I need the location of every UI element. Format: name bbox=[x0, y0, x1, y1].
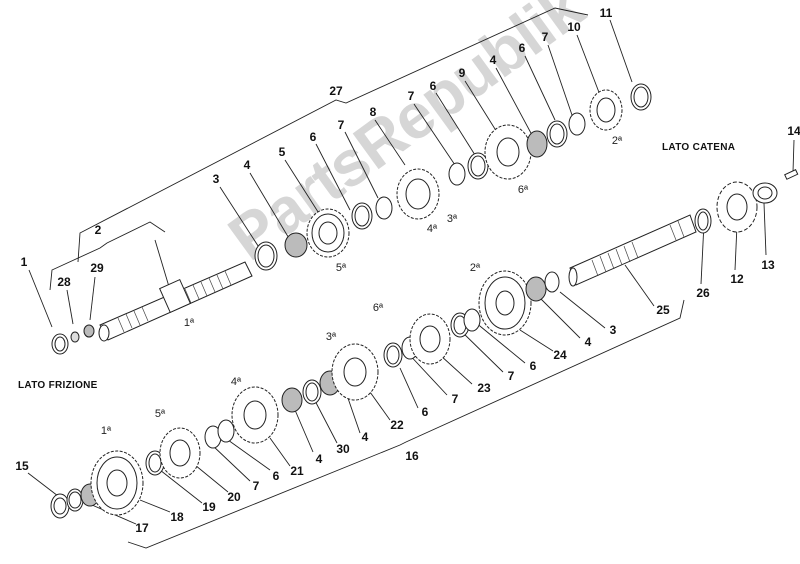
gear-ratio-label: 4ª bbox=[426, 223, 438, 235]
part-callout-7[interactable]: 7 bbox=[507, 369, 515, 383]
bracket-27 bbox=[77, 7, 589, 263]
part-callout-28[interactable]: 28 bbox=[57, 275, 71, 289]
bracket-16 bbox=[127, 299, 685, 549]
primary-shaft bbox=[98, 261, 253, 342]
part-callout-21[interactable]: 21 bbox=[290, 464, 304, 478]
part-callout-7[interactable]: 7 bbox=[541, 30, 549, 44]
part-callout-2[interactable]: 2 bbox=[94, 223, 102, 237]
part-callout-4[interactable]: 4 bbox=[489, 53, 497, 67]
part-callout-1[interactable]: 1 bbox=[20, 255, 28, 269]
part-callout-17[interactable]: 17 bbox=[135, 521, 149, 535]
part-callout-7[interactable]: 7 bbox=[337, 118, 345, 132]
lower-gear-train bbox=[50, 270, 560, 519]
secondary-shaft bbox=[568, 168, 799, 287]
part-callout-5[interactable]: 5 bbox=[278, 145, 286, 159]
bracket-2 bbox=[49, 221, 166, 291]
part-callout-20[interactable]: 20 bbox=[227, 490, 241, 504]
part-callout-13[interactable]: 13 bbox=[761, 258, 775, 272]
part-callout-6[interactable]: 6 bbox=[429, 79, 437, 93]
chain-side-label: LATO CATENA bbox=[662, 142, 736, 153]
part-callout-6[interactable]: 6 bbox=[309, 130, 317, 144]
part-callout-7[interactable]: 7 bbox=[407, 89, 415, 103]
part-callout-29[interactable]: 29 bbox=[90, 261, 104, 275]
clutch-side-label: LATO FRIZIONE bbox=[18, 380, 98, 391]
part-callout-7[interactable]: 7 bbox=[451, 392, 459, 406]
part-callout-3[interactable]: 3 bbox=[212, 172, 220, 186]
gear-ratio-label: 6ª bbox=[372, 302, 384, 314]
part-callout-19[interactable]: 19 bbox=[202, 500, 216, 514]
part-callout-25[interactable]: 25 bbox=[656, 303, 670, 317]
part-callout-6[interactable]: 6 bbox=[272, 469, 280, 483]
part-callout-30[interactable]: 30 bbox=[336, 442, 350, 456]
part-callout-23[interactable]: 23 bbox=[477, 381, 491, 395]
gear-ratio-label: 1ª bbox=[100, 425, 112, 437]
gear-ratio-label: 3ª bbox=[446, 213, 458, 225]
gear-ratio-label: 2ª bbox=[611, 135, 623, 147]
part-callout-4[interactable]: 4 bbox=[361, 430, 369, 444]
gear-ratio-label: 2ª bbox=[469, 262, 481, 274]
part-callout-9[interactable]: 9 bbox=[458, 66, 466, 80]
part-callout-15[interactable]: 15 bbox=[15, 459, 29, 473]
gear-ratio-label: 6ª bbox=[517, 184, 529, 196]
part-callout-26[interactable]: 26 bbox=[696, 286, 710, 300]
part-callout-6[interactable]: 6 bbox=[529, 359, 537, 373]
part-callout-4[interactable]: 4 bbox=[315, 452, 323, 466]
part-callout-16[interactable]: 16 bbox=[405, 449, 419, 463]
part-callout-7[interactable]: 7 bbox=[252, 479, 260, 493]
part-callout-10[interactable]: 10 bbox=[567, 20, 581, 34]
part-callout-24[interactable]: 24 bbox=[553, 348, 567, 362]
gear-ratio-label: 1ª bbox=[183, 317, 195, 329]
upper-gear-train bbox=[254, 83, 652, 271]
part-callout-22[interactable]: 22 bbox=[390, 418, 404, 432]
part-callout-3[interactable]: 3 bbox=[609, 323, 617, 337]
part-callout-18[interactable]: 18 bbox=[170, 510, 184, 524]
gear-ratio-label: 5ª bbox=[335, 262, 347, 274]
part-callout-12[interactable]: 12 bbox=[730, 272, 744, 286]
part-callout-27[interactable]: 27 bbox=[329, 84, 343, 98]
part-callout-4[interactable]: 4 bbox=[243, 158, 251, 172]
gear-ratio-label: 5ª bbox=[154, 408, 166, 420]
part-callout-11[interactable]: 11 bbox=[599, 6, 613, 20]
gear-ratio-label: 3ª bbox=[325, 331, 337, 343]
part-callout-6[interactable]: 6 bbox=[518, 41, 526, 55]
part-callout-6[interactable]: 6 bbox=[421, 405, 429, 419]
part-callout-8[interactable]: 8 bbox=[369, 105, 377, 119]
part-callout-14[interactable]: 14 bbox=[787, 124, 800, 138]
part-callout-4[interactable]: 4 bbox=[584, 335, 592, 349]
gear-ratio-label: 4ª bbox=[230, 376, 242, 388]
